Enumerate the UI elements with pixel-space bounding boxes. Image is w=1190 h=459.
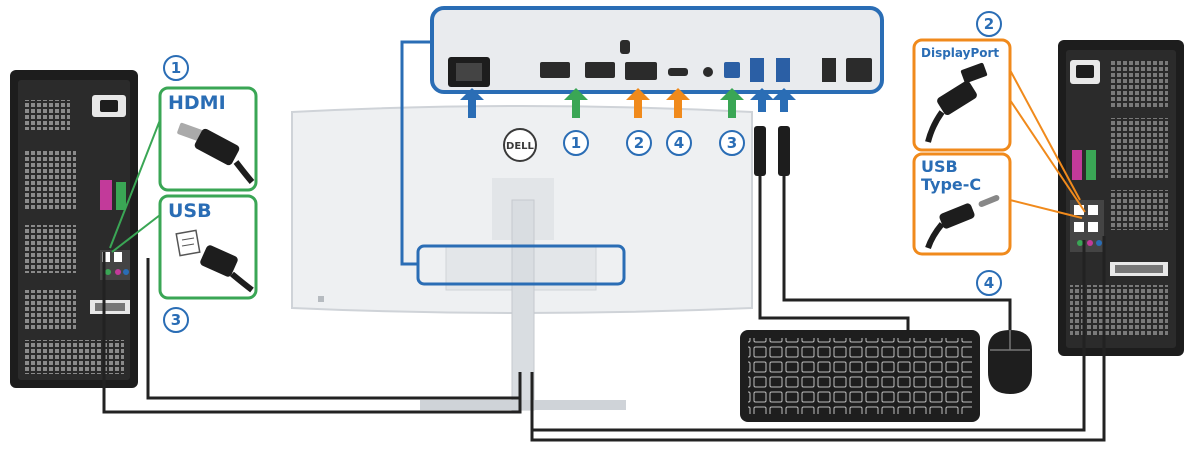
hdmi-port-arrow-icon — [564, 88, 588, 118]
usbc-label-line2: Type-C — [921, 175, 982, 194]
marker-port-usb: 3 — [719, 130, 745, 156]
marker-port-dp: 2 — [626, 130, 652, 156]
displayport-label: DisplayPort — [921, 46, 1000, 60]
marker-right-usbc: 4 — [976, 270, 1002, 296]
usb-cable-plugs — [754, 126, 790, 176]
usbc-plug-icon — [925, 195, 1000, 250]
power-arrow-icon — [460, 88, 484, 118]
marker-port-usbc: 4 — [666, 130, 692, 156]
usbc-port-arrow-icon — [666, 88, 690, 118]
displayport-plug-icon — [925, 62, 988, 143]
marker-right-dp: 2 — [976, 11, 1002, 37]
marker-left-usb: 3 — [163, 307, 189, 333]
panel-callout-line — [400, 40, 432, 266]
marker-left-hdmi: 1 — [163, 55, 189, 81]
usb-upstream-arrow-icon — [720, 88, 744, 118]
usb-plug-icon — [175, 229, 254, 293]
usb-label: USB — [168, 200, 212, 222]
monitor-port-panel — [430, 6, 884, 94]
cables — [102, 69, 1106, 442]
port-arrows — [460, 88, 796, 118]
usbc-label-line1: USB — [921, 157, 958, 176]
dell-logo-text: DELL — [506, 141, 535, 152]
dell-logo: DELL — [503, 128, 537, 162]
keyboard — [740, 330, 980, 422]
usbc-label: USB Type-C — [921, 158, 981, 194]
usb-a-arrow-2-icon — [772, 88, 796, 112]
left-pc-tower — [10, 70, 138, 388]
hdmi-plug-icon — [177, 122, 255, 184]
marker-port-hdmi: 1 — [563, 130, 589, 156]
right-pc-tower — [1058, 40, 1184, 356]
mouse — [988, 330, 1032, 394]
hdmi-label: HDMI — [168, 92, 226, 114]
usb-a-arrow-1-icon — [750, 88, 774, 112]
displayport-arrow-icon — [626, 88, 650, 118]
